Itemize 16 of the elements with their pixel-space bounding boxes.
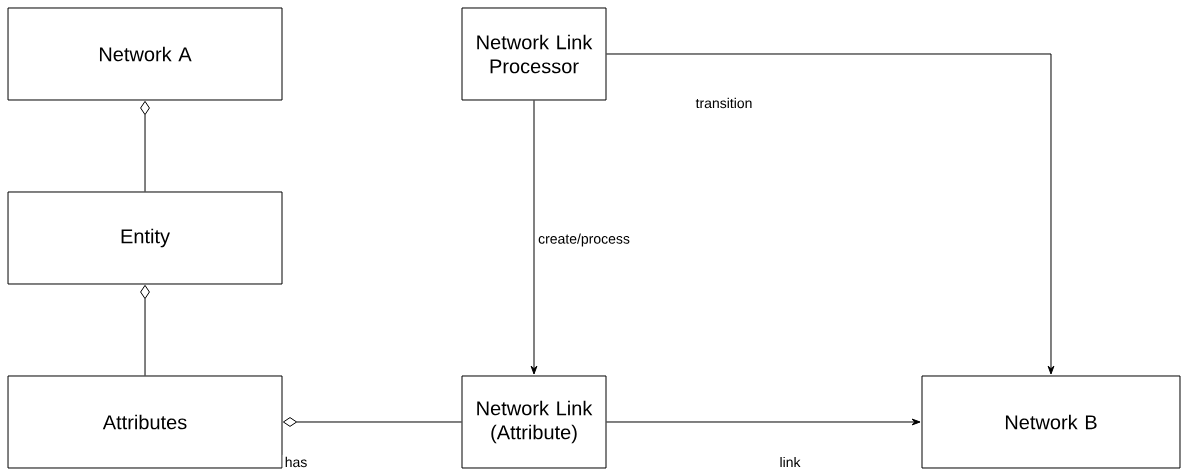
aggregation-line: [140, 100, 150, 192]
edge-label: link: [777, 454, 803, 470]
process-box: Entity: [7, 191, 283, 285]
process-box: Network Link (Attribute): [461, 375, 607, 469]
edge-label: has: [282, 454, 310, 470]
process-box: Attributes: [7, 375, 283, 469]
process-box: Network Link Processor: [461, 7, 607, 101]
edge-label: create/process: [536, 231, 632, 249]
edge-label: transition: [693, 95, 755, 111]
arrow: [606, 53, 1055, 375]
arrow: [606, 418, 921, 426]
aggregation-line: [140, 284, 150, 376]
aggregation-line: [282, 417, 462, 427]
process-box: Network A: [7, 7, 283, 101]
arrow: [530, 100, 538, 375]
process-box: Network B: [921, 375, 1181, 469]
